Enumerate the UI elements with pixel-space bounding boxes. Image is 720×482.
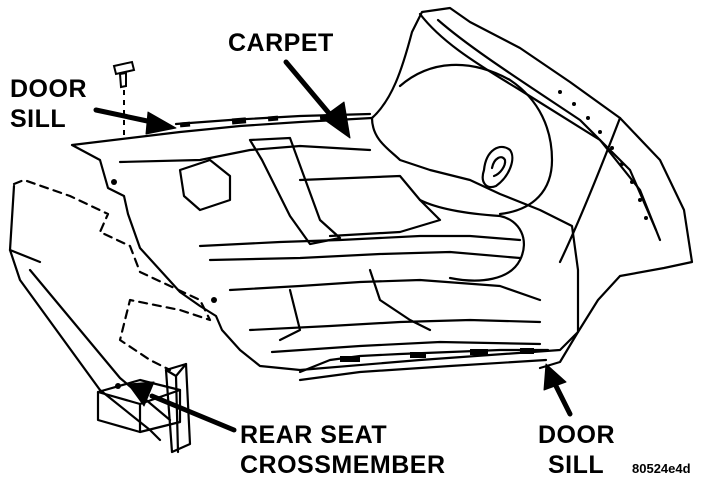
rear-seat-crossmember-label-line1: REAR SEAT — [240, 421, 388, 449]
right-door-sill-callout-arrow — [543, 363, 573, 417]
left-rocker-breakaway — [12, 178, 212, 372]
front-left-footwell — [178, 158, 232, 212]
rear-seat-crossmember-post — [164, 362, 192, 454]
push-pin-fastener — [112, 60, 136, 140]
carpet-outline — [70, 116, 580, 372]
rear-seat-crossmember-label-line2: CROSSMEMBER — [240, 451, 446, 479]
center-crossmember-ridge — [198, 234, 522, 248]
right-door-sill-lower — [298, 358, 548, 382]
figure-code: 80524e4d — [632, 461, 691, 476]
right-door-sill-plate — [298, 348, 550, 374]
carpet-callout-arrow — [283, 59, 351, 139]
left-rocker-inner — [28, 268, 172, 422]
rear-seat-crossmember-callout-arrow — [127, 381, 237, 433]
quarter-panel-dots — [558, 90, 648, 220]
rear-seat-crossmember-post-edge — [164, 362, 188, 454]
seat-belt-loop — [481, 145, 514, 189]
quarter-panel-seam — [558, 116, 622, 264]
left-door-sill-label-line2: SILL — [10, 105, 67, 133]
quarter-panel-inner-edge — [418, 12, 662, 242]
rear-sill-edge-inner — [270, 340, 542, 354]
rear-seat-pan-bump — [418, 198, 525, 282]
rear-tunnel-left — [278, 288, 302, 342]
carpet-front-edge — [118, 144, 372, 164]
rear-tunnel-right — [368, 268, 432, 332]
right-door-sill-label-line1: DOOR — [538, 421, 615, 449]
transmission-tunnel-front — [248, 136, 342, 246]
center-crossmember-lower — [208, 250, 522, 262]
seat-belt-loop-inner — [490, 156, 507, 178]
quarter-panel-flange — [436, 18, 658, 232]
rear-carpet-crease — [248, 318, 542, 332]
wheel-tub — [398, 63, 554, 216]
left-rocker-outline — [8, 184, 162, 442]
carpet-label: CARPET — [228, 29, 334, 57]
rear-seat-crossmember-edges — [96, 388, 182, 434]
rear-seat-crossmember-block — [96, 378, 182, 434]
quarter-panel-outline — [370, 6, 694, 370]
front-right-footwell — [298, 174, 442, 238]
left-door-sill-callout-arrow — [93, 107, 177, 135]
right-door-sill-label-line2: SILL — [548, 451, 605, 479]
rear-floor-ridge — [228, 278, 542, 302]
left-door-sill-label-line1: DOOR — [10, 75, 87, 103]
left-rocker-end — [8, 248, 42, 264]
